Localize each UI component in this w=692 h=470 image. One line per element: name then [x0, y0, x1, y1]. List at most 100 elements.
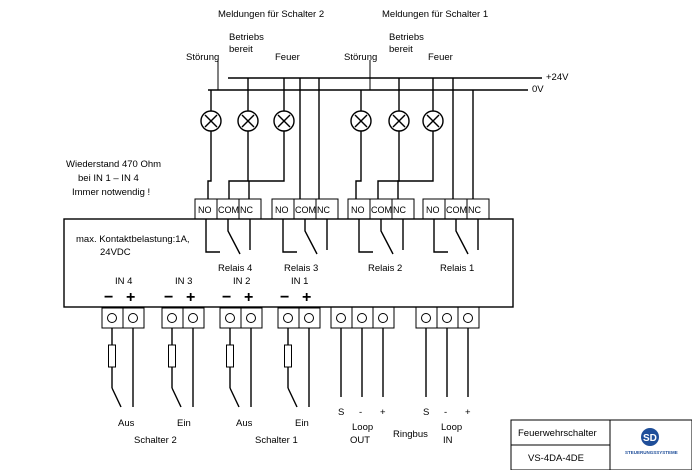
relay-no-contact [282, 219, 297, 253]
lamp-return-wire [377, 131, 400, 199]
relay-terminal-com: COM [371, 205, 392, 215]
lamp-return-wire [207, 131, 212, 199]
screw-terminal [463, 313, 473, 323]
header-switch1-messages: Meldungen für Schalter 1 [382, 9, 488, 20]
resistor-470-ohm [226, 344, 234, 368]
switch-state-ein-1: Ein [177, 418, 191, 429]
input-plus-sign: + [126, 289, 135, 306]
rail-zero-label: 0V [532, 84, 544, 95]
title-block-title: Feuerwehrschalter [518, 428, 597, 439]
loop-in-pin-s: S [423, 407, 429, 418]
header-switch2-messages: Meldungen für Schalter 2 [218, 9, 324, 20]
relay-no-contact [358, 219, 373, 253]
lamp-label-2: bereit [229, 44, 253, 55]
switch-state-aus-2: Aus [236, 418, 253, 429]
lamp-cross [277, 114, 291, 128]
relay-terminal-com: COM [446, 205, 467, 215]
loop-in-line1: Loop [441, 422, 462, 433]
screw-terminal [421, 313, 431, 323]
screw-terminal [246, 313, 256, 323]
input-plus-sign: + [244, 289, 253, 306]
loop-in-terminal-block [415, 306, 480, 329]
relay-terminal-nc: NC [393, 205, 406, 215]
loop-in-line2: IN [443, 435, 453, 446]
input-label-2: IN 2 [233, 276, 250, 287]
loop-in-pin-plus: + [465, 407, 471, 418]
input-label-4: IN 4 [115, 276, 132, 287]
screw-terminal [225, 313, 235, 323]
screw-terminal [442, 313, 452, 323]
input-minus-sign: − [280, 289, 289, 306]
lamp-label-6: Feuer [428, 52, 453, 63]
resistor-note-line3: Immer notwendig ! [72, 187, 150, 198]
switch-state-aus-1: Aus [118, 418, 135, 429]
lamp-label-1: Störung [186, 52, 219, 63]
screw-terminal [336, 313, 346, 323]
screw-terminal [128, 313, 138, 323]
loop-out-pin-plus: + [380, 407, 386, 418]
screw-terminal [107, 313, 117, 323]
switch-lever [229, 387, 240, 408]
relay-terminal-com: COM [218, 205, 239, 215]
input-minus-sign: − [104, 289, 113, 306]
lamp-label-2: Betriebs [229, 32, 264, 43]
title-block-model: VS-4DA-4DE [528, 453, 584, 464]
relay-terminal-com: COM [295, 205, 316, 215]
logo-text: STEUERUNGSSYSTEME [625, 450, 678, 455]
lamp-label-5: Betriebs [389, 32, 424, 43]
relay-com-contact [227, 219, 241, 255]
loop-out-terminal-block [330, 306, 395, 329]
relay-com-contact [380, 219, 394, 255]
lamp-cross [241, 114, 255, 128]
loop-out-pin-s: S [338, 407, 344, 418]
screw-terminal [283, 313, 293, 323]
switch-lever [171, 387, 182, 408]
lamp-cross [204, 114, 218, 128]
relay-com-contact [455, 219, 469, 255]
screw-terminal [188, 313, 198, 323]
loop-in-pin-minus: - [444, 407, 447, 418]
input-plus-sign: + [186, 289, 195, 306]
relay-label-3: Relais 3 [284, 263, 318, 274]
input-minus-sign: − [222, 289, 231, 306]
relay-label-4: Relais 4 [218, 263, 252, 274]
resistor-470-ohm [168, 344, 176, 368]
contact-load-line1: max. Kontaktbelastung:1A, [76, 234, 190, 245]
contact-load-line2: 24VDC [100, 247, 131, 258]
input-label-1: IN 1 [291, 276, 308, 287]
relay-terminal-no: NO [426, 205, 440, 215]
relay-no-contact [433, 219, 448, 253]
logo-letters: SD [643, 433, 657, 444]
switch-group-2: Schalter 2 [134, 435, 177, 446]
relay-terminal-nc: NC [468, 205, 481, 215]
input-minus-sign: − [164, 289, 173, 306]
relay-label-2: Relais 2 [368, 263, 402, 274]
screw-terminal [357, 313, 367, 323]
lamp-cross [354, 114, 368, 128]
lamp-return-wire [228, 131, 249, 199]
ringbus-label: Ringbus [393, 429, 428, 440]
lamp-cross [392, 114, 406, 128]
resistor-note-line1: Wiederstand 470 Ohm [66, 159, 161, 170]
lamp-label-5: bereit [389, 44, 413, 55]
lamp-cross [426, 114, 440, 128]
lamp-label-3: Feuer [275, 52, 300, 63]
logo-mark [641, 428, 659, 446]
input-plus-sign: + [302, 289, 311, 306]
rail-plus-label: +24V [546, 72, 569, 83]
screw-terminal [167, 313, 177, 323]
relay-label-1: Relais 1 [440, 263, 474, 274]
relay-no-contact [205, 219, 220, 253]
loop-out-pin-minus: - [359, 407, 362, 418]
company-logo: SD STEUERUNGSSYSTEME [625, 428, 678, 455]
loop-out-line1: Loop [352, 422, 373, 433]
loop-out-line2: OUT [350, 435, 370, 446]
switch-lever [287, 387, 298, 408]
lamp-label-4: Störung [344, 52, 377, 63]
resistor-470-ohm [108, 344, 116, 368]
resistor-note-line2: bei IN 1 – IN 4 [78, 173, 139, 184]
lamp-return-wire [355, 131, 362, 199]
relay-terminal-nc: NC [317, 205, 330, 215]
input-label-3: IN 3 [175, 276, 192, 287]
